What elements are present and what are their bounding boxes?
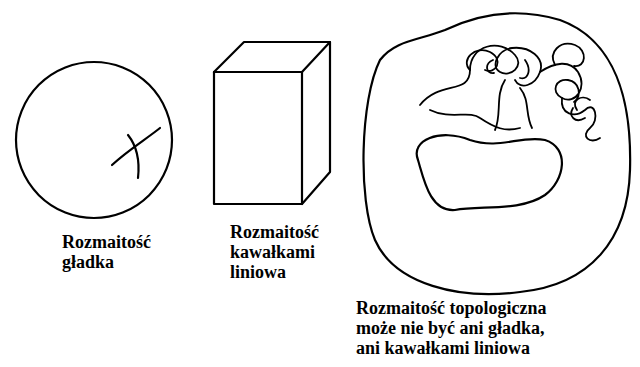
smooth-curve — [112, 128, 160, 165]
smooth-curve — [128, 135, 139, 178]
inner-hole — [417, 135, 562, 210]
wild-knot — [420, 44, 600, 141]
cube — [214, 42, 330, 204]
figure-caption: Rozmaitość topologiczna może nie być ani… — [356, 298, 566, 358]
figure-caption: Rozmaitość gładka — [62, 232, 172, 272]
figure-caption: Rozmaitość kawałkami liniowa — [230, 222, 330, 282]
circle-manifold — [16, 62, 172, 218]
outer-blob — [364, 13, 631, 294]
